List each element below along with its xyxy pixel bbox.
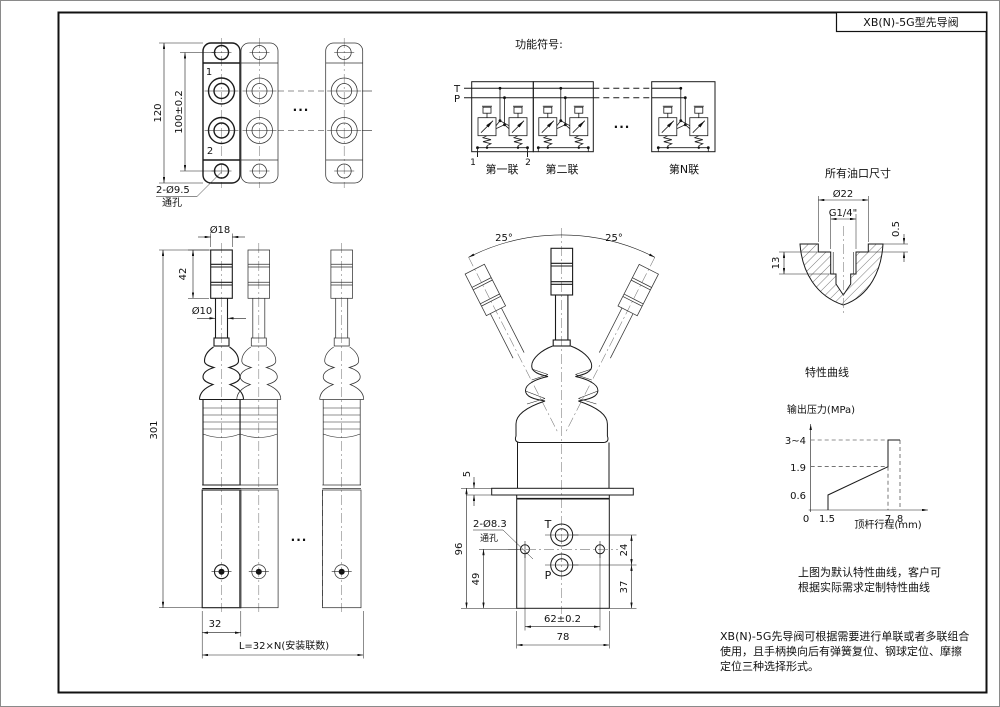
mounting-ellipsis: ···: [293, 103, 310, 117]
front-view-ellipsis: ···: [291, 533, 308, 547]
schematic-port1-label: 1: [470, 158, 476, 168]
schematic-section1-label: 第一联: [486, 162, 519, 176]
dim-120-label: 120: [153, 103, 164, 122]
curve-note-line2: 根据实际需求定制特性曲线: [798, 580, 930, 594]
description-line1: XB(N)-5G先导阀可根据需要进行单联或者多联组合: [720, 629, 969, 643]
sheet-frame: [57, 11, 988, 694]
characteristic-curve: [808, 424, 928, 512]
port-p-label: P: [545, 569, 552, 582]
curve-xtick-8: 8: [897, 514, 903, 525]
mounting-view: [156, 37, 372, 197]
port-t-label: T: [544, 518, 552, 531]
curve-xtick-7: 7: [885, 514, 891, 525]
dim-62-label: 62±0.2: [544, 614, 581, 625]
dim-49-label: 49: [471, 573, 482, 586]
mounting-port1-label: 1: [206, 67, 212, 78]
dim-g14-label: G1/4": [829, 208, 857, 219]
mounting-port2-label: 2: [207, 146, 213, 157]
drawing-title: XB(N)-5G型先导阀: [863, 15, 958, 29]
dim-32-label: 32: [209, 619, 222, 630]
dim-37-label: 37: [619, 581, 630, 594]
curve-x-label: 顶杆行程(mm): [854, 518, 921, 531]
mounting-hole-callout-note: 通孔: [162, 197, 182, 209]
dim-100-label: 100±0.2: [174, 90, 185, 133]
curve-ytick-mid: 1.9: [790, 463, 806, 474]
dim-96-label: 96: [454, 543, 465, 556]
section-hole-callout: 2-Ø8.3: [473, 518, 507, 530]
section-hole-callout-note: 通孔: [480, 533, 498, 544]
curve-xtick-0: 0: [803, 514, 809, 525]
curve-note-line1: 上图为默认特性曲线，客户可: [798, 565, 941, 579]
front-view: [159, 233, 365, 659]
title-block: [835, 11, 988, 33]
dim-13-label: 13: [771, 257, 782, 270]
schematic-ellipsis: ···: [614, 120, 631, 134]
curve-xtick-15: 1.5: [819, 514, 835, 525]
angle-left-label: 25°: [495, 233, 513, 244]
dim-05-label: 0.5: [891, 221, 902, 237]
function-symbol-schematic: [464, 81, 716, 157]
dim-d18-label: Ø18: [210, 224, 231, 236]
dim-24-label: 24: [619, 544, 630, 557]
oil-port-title: 所有油口尺寸: [825, 166, 891, 180]
curve-title: 特性曲线: [805, 365, 849, 379]
dim-d10-label: Ø10: [192, 305, 213, 317]
schematic-sectionN-label: 第N联: [669, 162, 699, 176]
curve-ytick-low: 0.6: [790, 491, 806, 502]
description-line2: 使用，且手柄换向后有弹簧复位、钢球定位、摩擦: [720, 644, 962, 658]
dim-d22-label: Ø22: [833, 188, 854, 200]
mounting-hole-callout: 2-Ø9.5: [156, 184, 190, 196]
curve-ytick-high: 3~4: [785, 436, 806, 447]
dim-301-label: 301: [149, 420, 160, 439]
dim-5-label: 5: [462, 471, 473, 477]
schematic-title: 功能符号:: [515, 37, 563, 51]
dim-78-label: 78: [557, 632, 570, 643]
oil-port-view: [779, 196, 908, 316]
schematic-p-line-label: P: [454, 94, 460, 105]
description-line3: 定位三种选择形式。: [720, 659, 819, 673]
curve-line: [827, 439, 900, 510]
dim-42-label: 42: [178, 268, 189, 281]
dim-L-label: L=32×N(安装联数): [239, 639, 329, 652]
schematic-t-line-label: T: [453, 84, 461, 95]
schematic-section2-label: 第二联: [546, 162, 579, 176]
schematic-port2-label: 2: [525, 158, 531, 168]
section-view: [458, 228, 665, 649]
curve-y-label: 输出压力(MPa): [787, 403, 855, 416]
angle-right-label: 25°: [605, 233, 623, 244]
